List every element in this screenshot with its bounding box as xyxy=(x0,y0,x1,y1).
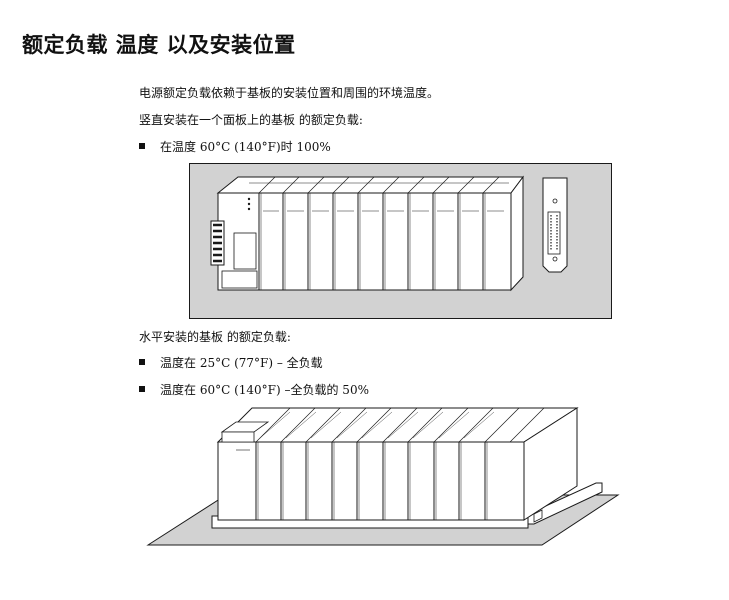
bullet-square-icon xyxy=(139,359,145,365)
vertical-mount-bullet-text: 在温度 60°C (140°F)时 100% xyxy=(160,140,331,154)
page-title: 额定负载 温度 以及安装位置 xyxy=(22,33,296,57)
horizontal-mount-bullet-2-text: 温度在 60°C (140°F) –全负载的 50% xyxy=(160,383,369,397)
horizontal-mount-bullet-1: 温度在 25°C (77°F) – 全负载 xyxy=(139,355,323,371)
horizontal-rack-drawing xyxy=(146,407,620,546)
vertical-mount-heading: 竖直安装在一个面板上的基板 的额定负载: xyxy=(139,113,363,127)
bullet-square-icon xyxy=(139,386,145,392)
intro-paragraph: 电源额定负载依赖于基板的安装位置和周围的环境温度。 xyxy=(139,86,440,100)
horizontal-mount-heading: 水平安装的基板 的额定负载: xyxy=(139,330,291,344)
vertical-mount-bullet: 在温度 60°C (140°F)时 100% xyxy=(139,139,331,155)
horizontal-mount-bullet-2: 温度在 60°C (140°F) –全负载的 50% xyxy=(139,382,369,398)
horizontal-mount-figure xyxy=(140,402,620,552)
horizontal-mount-bullet-1-text: 温度在 25°C (77°F) – 全负载 xyxy=(160,356,323,370)
vertical-mount-figure xyxy=(189,163,613,320)
vertical-rack-drawing xyxy=(189,163,612,319)
bullet-square-icon xyxy=(139,143,145,149)
